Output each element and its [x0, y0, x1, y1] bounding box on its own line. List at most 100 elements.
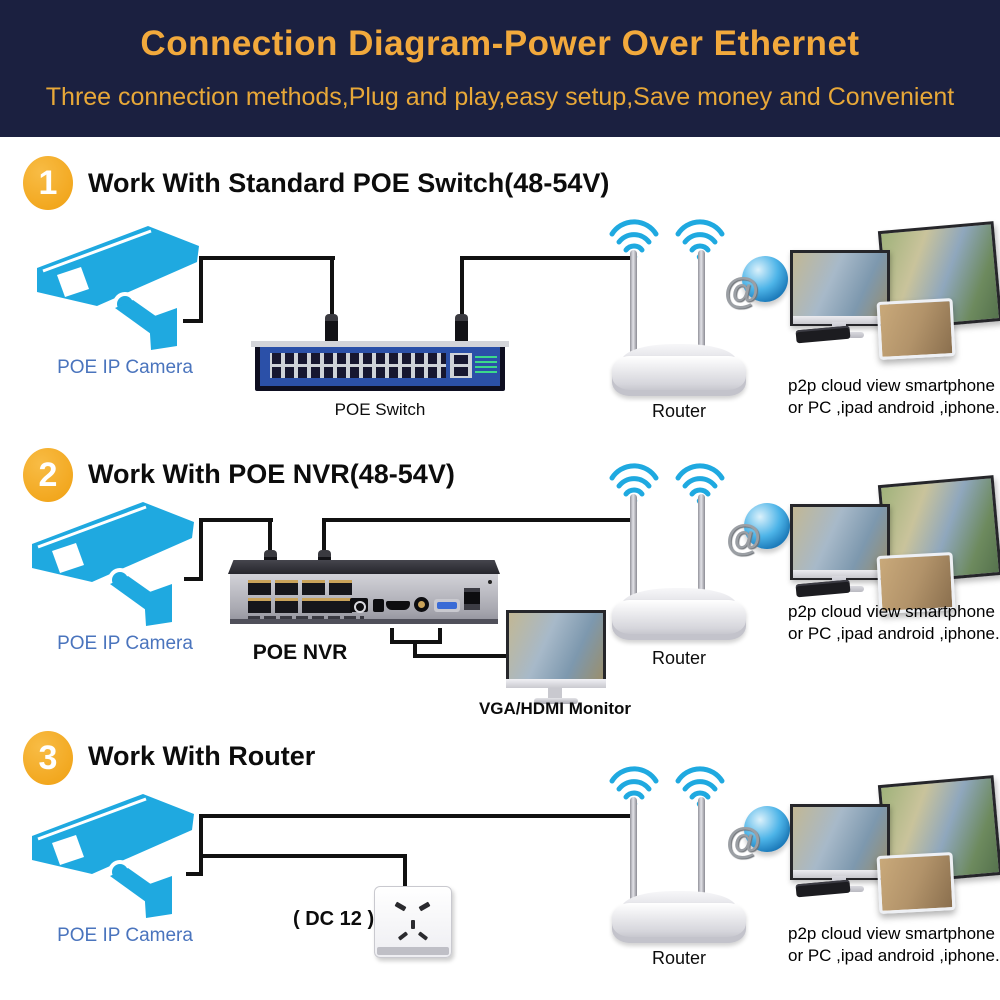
- smartphone-icon: [795, 579, 851, 598]
- step-1-badge: 1: [23, 156, 73, 210]
- smartphone-icon: [795, 879, 851, 898]
- desktop-monitor: [790, 504, 890, 580]
- step-number: 1: [38, 163, 58, 202]
- switch-faceplate: [260, 347, 500, 386]
- router-antenna: [630, 797, 637, 903]
- nvr-rj45-port: [248, 598, 271, 613]
- section-3-title: Work With Router: [88, 741, 316, 771]
- nvr-usb-ports: [464, 588, 480, 610]
- p2p-note: p2p cloud view smartphone or PC ,ipad an…: [788, 601, 1000, 645]
- router-antenna: [698, 494, 705, 600]
- nvr-vga-port: [434, 599, 460, 612]
- cable-plug: [325, 314, 338, 346]
- video-cable: [438, 628, 442, 644]
- nvr-lan-port: [320, 598, 343, 613]
- nvr-rj45-port: [329, 580, 352, 595]
- router-body: [612, 600, 746, 640]
- router-label: Router: [651, 648, 707, 668]
- monitor-stand: [548, 688, 562, 698]
- ethernet-cable: [268, 518, 272, 556]
- at-symbol: @: [726, 517, 762, 558]
- router-device: [609, 462, 746, 642]
- internet-globe-icon: @: [724, 256, 788, 312]
- nvr-rj45-port: [275, 580, 298, 595]
- wifi-signal-icon: [609, 766, 659, 807]
- monitor-screen: [506, 610, 606, 682]
- camera-glyph: [32, 794, 194, 918]
- p2p-note-line1: p2p cloud view smartphone: [788, 376, 995, 395]
- wifi-signal-icon: [675, 463, 725, 504]
- ethernet-cable: [330, 256, 334, 318]
- router-device: [609, 765, 746, 945]
- ethernet-cable: [199, 814, 635, 818]
- p2p-note-line1: p2p cloud view smartphone: [788, 602, 995, 621]
- nvr-dc-jack: [373, 599, 384, 612]
- ethernet-cable: [322, 518, 634, 522]
- p2p-note-line1: p2p cloud view smartphone: [788, 924, 995, 943]
- camera-label: POE IP Camera: [57, 633, 193, 654]
- monitor-chin: [793, 316, 887, 324]
- step-number: 3: [38, 738, 58, 777]
- switch-uplink-ports: [450, 353, 472, 378]
- internet-globe-icon: @: [726, 503, 790, 559]
- router-antenna: [630, 494, 637, 600]
- ip-camera-icon: [28, 496, 198, 628]
- step-number: 2: [38, 455, 58, 494]
- desktop-monitor: [790, 804, 890, 880]
- desktop-monitor: [790, 250, 890, 326]
- outlet-slot: [418, 901, 431, 912]
- router-label: Router: [651, 401, 707, 421]
- nvr-rj45-port: [302, 580, 325, 595]
- outlet-slot: [417, 931, 429, 941]
- header-banner: Connection Diagram-Power Over Ethernet T…: [0, 0, 1000, 137]
- power-cable: [199, 854, 407, 858]
- globe-sphere: [744, 503, 790, 549]
- ethernet-cable: [184, 577, 202, 581]
- nvr-vents: [248, 616, 364, 621]
- switch-port-grid: [270, 353, 446, 378]
- video-cable: [413, 654, 508, 658]
- video-cable: [413, 640, 417, 658]
- nvr-rj45-port: [302, 598, 325, 613]
- page-title: Connection Diagram-Power Over Ethernet: [140, 24, 860, 63]
- ethernet-cable: [322, 518, 326, 556]
- ethernet-cable: [199, 256, 335, 260]
- section-1-title: Work With Standard POE Switch(48-54V): [88, 168, 610, 198]
- switch-print-text: [475, 356, 497, 373]
- outlet-slot: [411, 920, 415, 929]
- client-devices-icon: [790, 775, 1000, 930]
- outlet-slot: [394, 901, 407, 912]
- nvr-power-switch: [350, 598, 368, 613]
- wifi-signal-icon: [609, 463, 659, 504]
- nvr-rj45-port: [248, 580, 271, 595]
- client-devices-icon: [790, 221, 1000, 376]
- camera-glyph: [37, 226, 199, 350]
- p2p-note: p2p cloud view smartphone or PC ,ipad an…: [788, 923, 1000, 967]
- poe-nvr-device: [228, 560, 500, 630]
- camera-label: POE IP Camera: [57, 357, 193, 378]
- router-body: [612, 903, 746, 943]
- nvr-hdmi-port: [386, 601, 410, 610]
- smartphone-icon: [795, 325, 851, 344]
- page-subtitle: Three connection methods,Plug and play,e…: [45, 83, 955, 111]
- internet-globe-icon: @: [726, 806, 790, 862]
- power-outlet-icon: [374, 886, 452, 958]
- ethernet-cable: [199, 518, 203, 581]
- router-label: Router: [651, 948, 707, 968]
- p2p-note: p2p cloud view smartphone or PC ,ipad an…: [788, 375, 1000, 419]
- tablet-icon: [876, 298, 956, 360]
- at-symbol: @: [724, 270, 760, 311]
- nvr-faceplate: [230, 574, 498, 624]
- monitor-chin: [793, 870, 887, 878]
- p2p-note-line2: or PC ,ipad android ,iphone.: [788, 945, 1000, 965]
- step-2-badge: 2: [23, 448, 73, 502]
- cable-plug: [455, 314, 468, 346]
- client-devices-icon: [790, 475, 1000, 630]
- monitor-chin: [793, 570, 887, 578]
- camera-label: POE IP Camera: [57, 925, 193, 946]
- ethernet-cable: [199, 814, 203, 876]
- ip-camera-icon: [28, 788, 198, 920]
- nvr-rj45-port: [275, 598, 298, 613]
- camera-glyph: [32, 502, 194, 626]
- ethernet-cable: [460, 256, 632, 260]
